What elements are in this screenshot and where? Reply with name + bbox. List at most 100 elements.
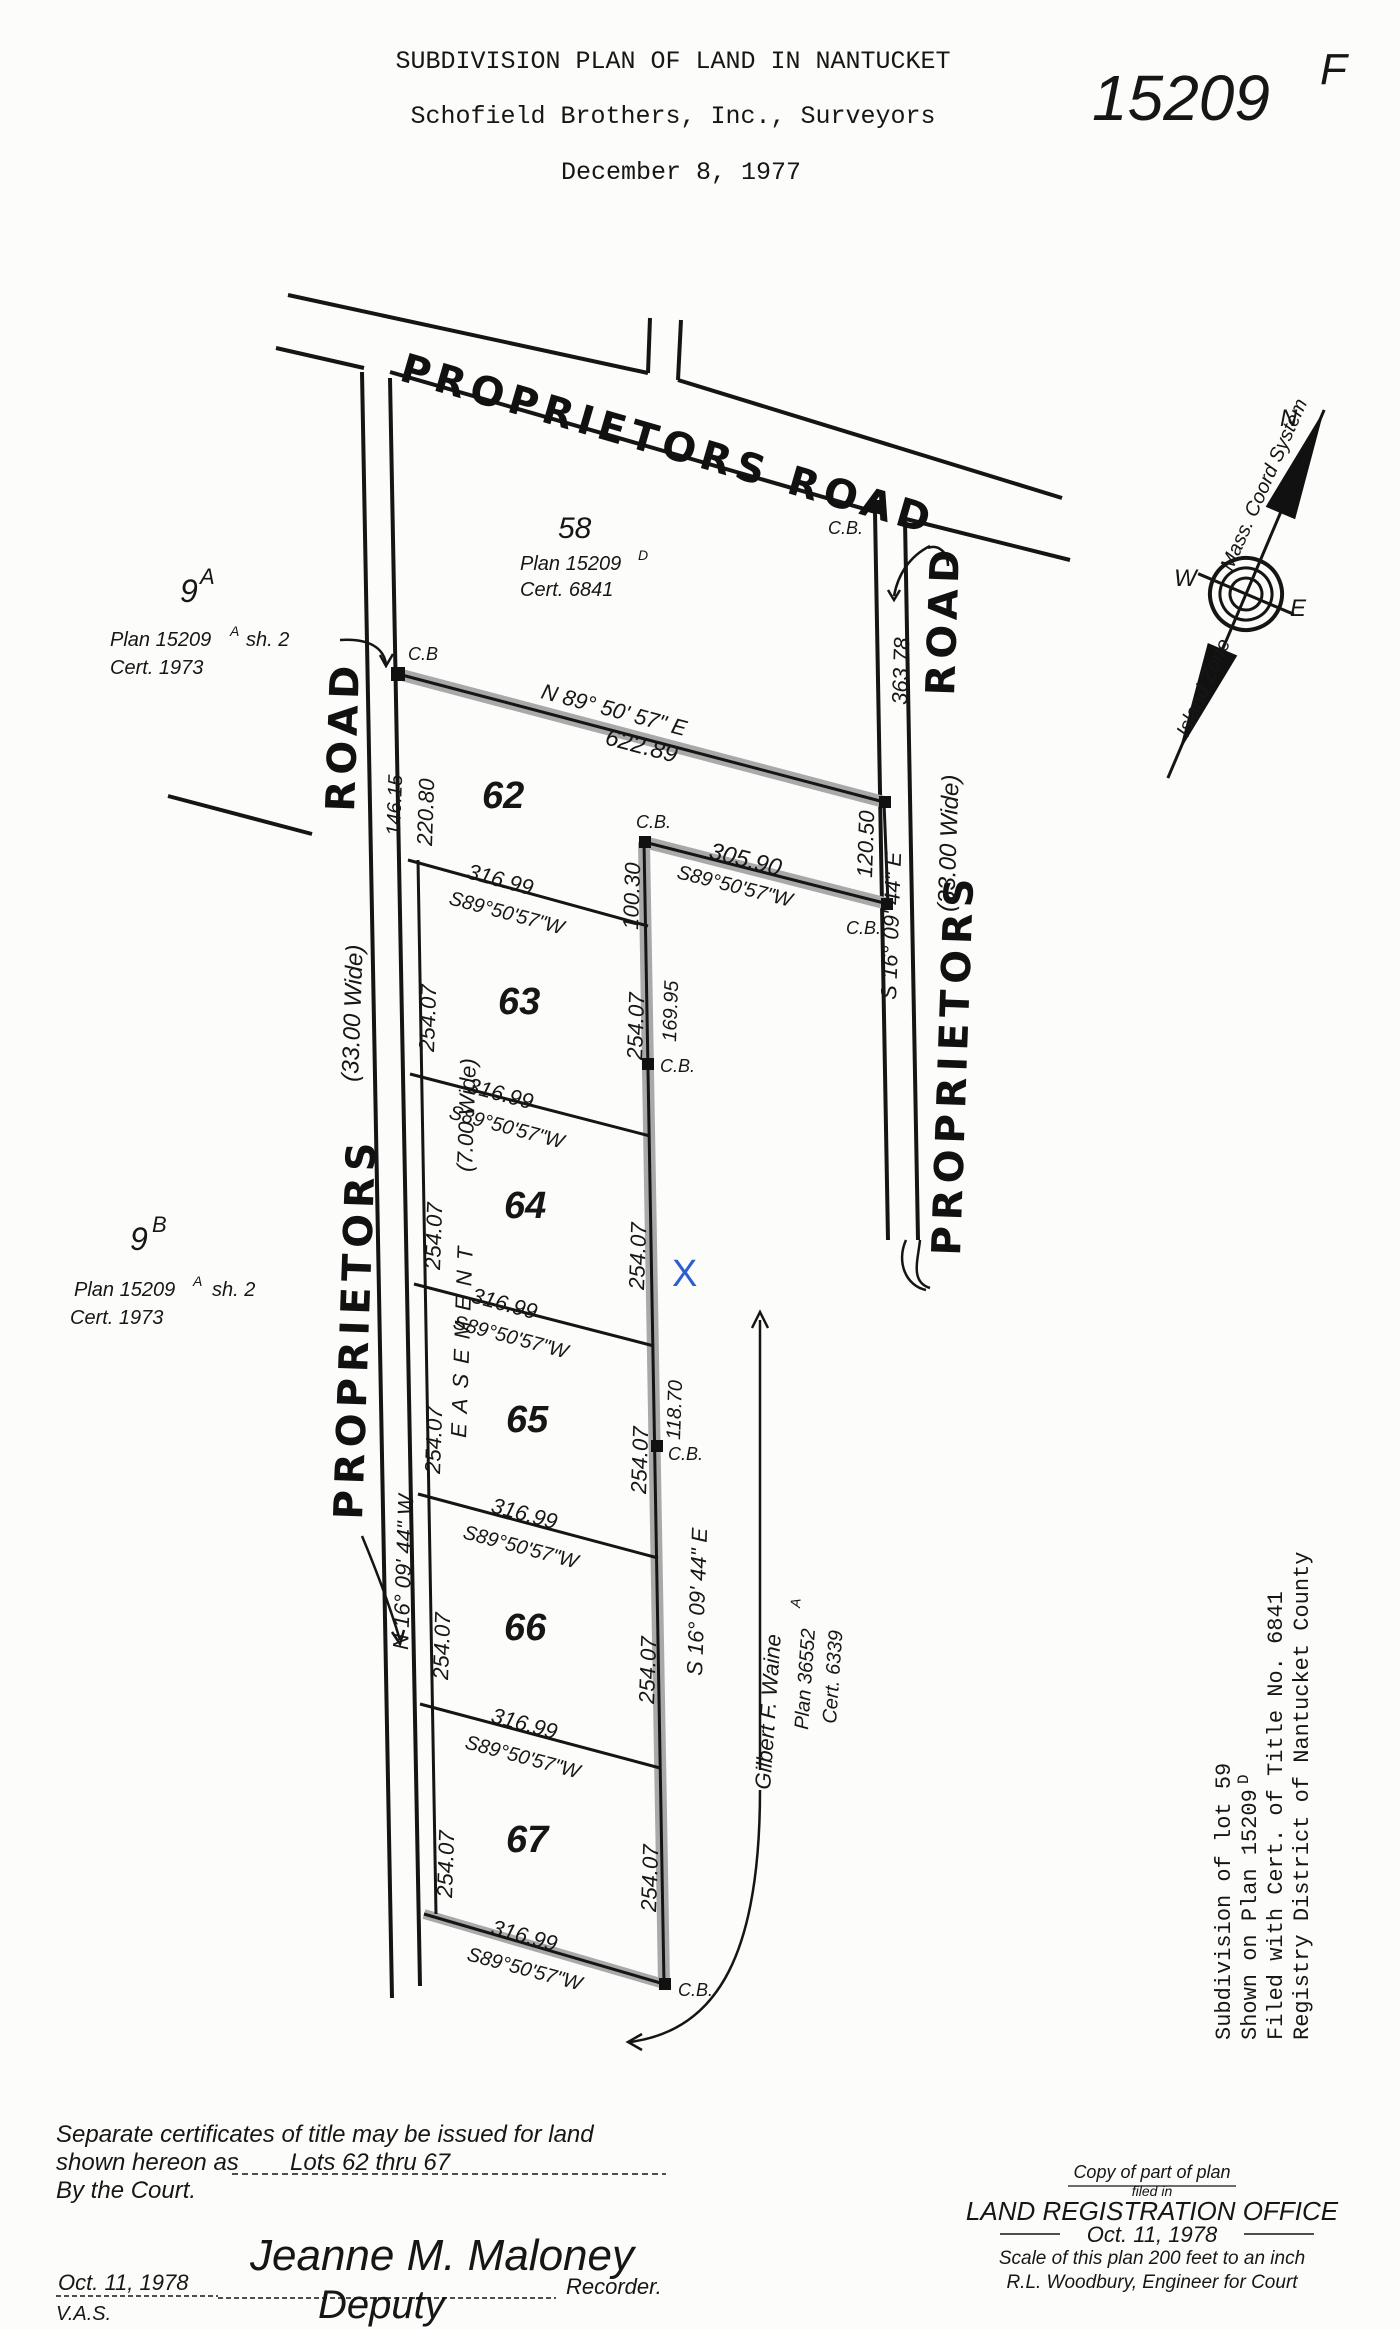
svg-text:Copy of part of plan: Copy of part of plan <box>1073 2162 1230 2182</box>
svg-text:66: 66 <box>504 1607 547 1649</box>
svg-text:Plan 15209: Plan 15209 <box>520 553 621 575</box>
svg-text:shown hereon as: shown hereon as <box>56 2149 239 2176</box>
svg-text:Island Zone: Island Zone <box>1172 636 1235 740</box>
road-arrows <box>339 544 950 2052</box>
signature: Jeanne M. Maloney <box>249 2231 637 2280</box>
abutter-lot-58: 58 Plan 15209 D Cert. 6841 <box>520 512 648 601</box>
svg-text:363.78: 363.78 <box>887 636 914 705</box>
surveyor-name: Schofield Brothers, Inc., Surveyors <box>410 102 935 131</box>
bound-labels: C.B C.B. C.B. C.B. C.B. C.B. C.B. <box>408 518 881 2000</box>
blue-x-mark: X <box>672 1253 697 1295</box>
svg-text:(33.00 Wide): (33.00 Wide) <box>933 774 965 912</box>
svg-text:R.L. Woodbury, Engineer for Co: R.L. Woodbury, Engineer for Court <box>1006 2272 1298 2293</box>
dimension-labels: N 89° 50' 57" E 622.89 305.90 S89°50'57"… <box>383 636 914 1676</box>
svg-text:C.B.: C.B. <box>660 1056 695 1076</box>
svg-text:120.50: 120.50 <box>852 809 879 878</box>
svg-text:C.B.: C.B. <box>828 518 863 538</box>
svg-text:62: 62 <box>482 775 524 817</box>
svg-text:D: D <box>1235 1774 1253 1784</box>
abutter-lot-9b: 9 B Plan 15209 A sh. 2 Cert. 1973 <box>70 1212 255 1329</box>
svg-text:254.07: 254.07 <box>414 983 441 1053</box>
svg-text:C.B.: C.B. <box>846 918 881 938</box>
svg-text:Deputy: Deputy <box>318 2283 448 2327</box>
road-label-top: PROPRIETORS ROAD <box>395 345 941 544</box>
svg-text:A: A <box>192 1273 202 1289</box>
abutter-lot-9a: 9 A Plan 15209 A sh. 2 Cert. 1973 <box>110 564 289 679</box>
svg-text:B: B <box>152 1212 167 1237</box>
svg-text:(7.00 Wide): (7.00 Wide) <box>452 1058 481 1172</box>
svg-text:9: 9 <box>180 573 198 609</box>
svg-text:N 16° 09' 44" W: N 16° 09' 44" W <box>388 1492 418 1650</box>
svg-text:254.07: 254.07 <box>634 1635 661 1705</box>
svg-text:169.95: 169.95 <box>659 979 683 1042</box>
svg-text:V.A.S.: V.A.S. <box>56 2303 111 2325</box>
svg-text:Plan 15209: Plan 15209 <box>74 1279 175 1301</box>
svg-text:118.70: 118.70 <box>663 1380 687 1440</box>
svg-text:9: 9 <box>130 1221 148 1257</box>
svg-text:254.07: 254.07 <box>636 1843 663 1913</box>
svg-text:Subdivision of lot 59: Subdivision of lot 59 <box>1212 1763 1237 2040</box>
svg-text:LAND REGISTRATION OFFICE: LAND REGISTRATION OFFICE <box>966 2196 1339 2226</box>
svg-text:254.07: 254.07 <box>626 1425 653 1495</box>
svg-text:E: E <box>1290 595 1307 622</box>
svg-text:64: 64 <box>504 1185 546 1227</box>
svg-text:sh. 2: sh. 2 <box>246 629 289 651</box>
svg-text:Filed with Cert. of Title No.: Filed with Cert. of Title No. 6841 <box>1264 1591 1289 2040</box>
svg-text:N: N <box>1280 405 1298 432</box>
svg-text:PROPRIETORS: PROPRIETORS <box>326 1136 385 1521</box>
svg-text:S 16° 09' 44" E: S 16° 09' 44" E <box>682 1527 712 1676</box>
svg-text:C.B.: C.B. <box>668 1444 703 1464</box>
svg-text:63: 63 <box>498 981 540 1023</box>
svg-text:Cert. 1973: Cert. 1973 <box>110 657 203 679</box>
plan-number: 15209 F <box>1092 45 1349 134</box>
svg-text:254.07: 254.07 <box>624 1221 651 1291</box>
svg-text:Gilbert F. Waine: Gilbert F. Waine <box>750 1633 786 1790</box>
svg-text:254.07: 254.07 <box>420 1405 447 1475</box>
svg-text:146.15: 146.15 <box>383 773 407 836</box>
subdivision-note: Subdivision of lot 59 Shown on Plan 1520… <box>1212 1552 1315 2040</box>
svg-text:Scale of this plan 200 feet to: Scale of this plan 200 feet to an inch <box>999 2248 1305 2269</box>
certification-block: Separate certificates of title may be is… <box>56 2121 666 2327</box>
north-arrow-icon <box>1166 409 1326 779</box>
svg-text:Lots 62 thru 67: Lots 62 thru 67 <box>290 2149 452 2176</box>
svg-text:S89°50'57"W: S89°50'57"W <box>463 1732 585 1784</box>
svg-text:A: A <box>229 623 239 639</box>
svg-text:254.07: 254.07 <box>420 1201 447 1271</box>
registration-office-block: Copy of part of plan filed in LAND REGIS… <box>966 2162 1339 2293</box>
svg-text:sh. 2: sh. 2 <box>212 1279 255 1301</box>
svg-text:254.07: 254.07 <box>428 1611 455 1681</box>
svg-text:316.99: 316.99 <box>489 1493 560 1535</box>
svg-text:254.07: 254.07 <box>622 991 649 1061</box>
svg-text:(33.00 Wide): (33.00 Wide) <box>337 944 369 1082</box>
svg-text:A: A <box>787 1598 804 1609</box>
plan-title: SUBDIVISION PLAN OF LAND IN NANTUCKET <box>395 47 950 76</box>
lot-numbers: 62 63 64 65 66 67 <box>482 775 550 1861</box>
svg-text:254.07: 254.07 <box>432 1829 459 1899</box>
svg-text:Registry District of Nantucket: Registry District of Nantucket County <box>1290 1552 1315 2040</box>
svg-text:S 16° 09' 44" E: S 16° 09' 44" E <box>876 851 906 1000</box>
svg-text:316.99: 316.99 <box>489 1915 560 1957</box>
svg-text:A: A <box>198 564 215 589</box>
road-label-right: PROPRIETORS ROAD (33.00 Wide) <box>918 543 983 1256</box>
svg-text:ROAD: ROAD <box>318 659 369 812</box>
svg-text:C.B: C.B <box>408 644 438 664</box>
svg-text:316.99: 316.99 <box>489 1703 560 1745</box>
road-lines <box>167 293 1071 1999</box>
svg-text:PROPRIETORS: PROPRIETORS <box>924 872 983 1257</box>
svg-text:100.30: 100.30 <box>618 861 645 930</box>
svg-text:filed in: filed in <box>1132 2183 1173 2199</box>
svg-text:Plan 15209: Plan 15209 <box>110 629 211 651</box>
svg-text:Shown on Plan 15209: Shown on Plan 15209 <box>1238 1789 1263 2040</box>
plan-date: December 8, 1977 <box>561 158 801 187</box>
svg-text:Cert. 6339: Cert. 6339 <box>819 1630 847 1725</box>
svg-text:58: 58 <box>558 512 592 545</box>
svg-text:220.80: 220.80 <box>412 777 439 847</box>
svg-text:Plan 36552: Plan 36552 <box>791 1628 820 1730</box>
svg-text:Recorder.: Recorder. <box>566 2274 662 2299</box>
svg-text:S89°50'57"W: S89°50'57"W <box>447 888 569 940</box>
lot-boundaries <box>391 500 893 1990</box>
svg-text:Cert. 1973: Cert. 1973 <box>70 1307 163 1329</box>
svg-text:Separate certificates of title: Separate certificates of title may be is… <box>56 2121 594 2148</box>
svg-text:67: 67 <box>506 1819 550 1861</box>
